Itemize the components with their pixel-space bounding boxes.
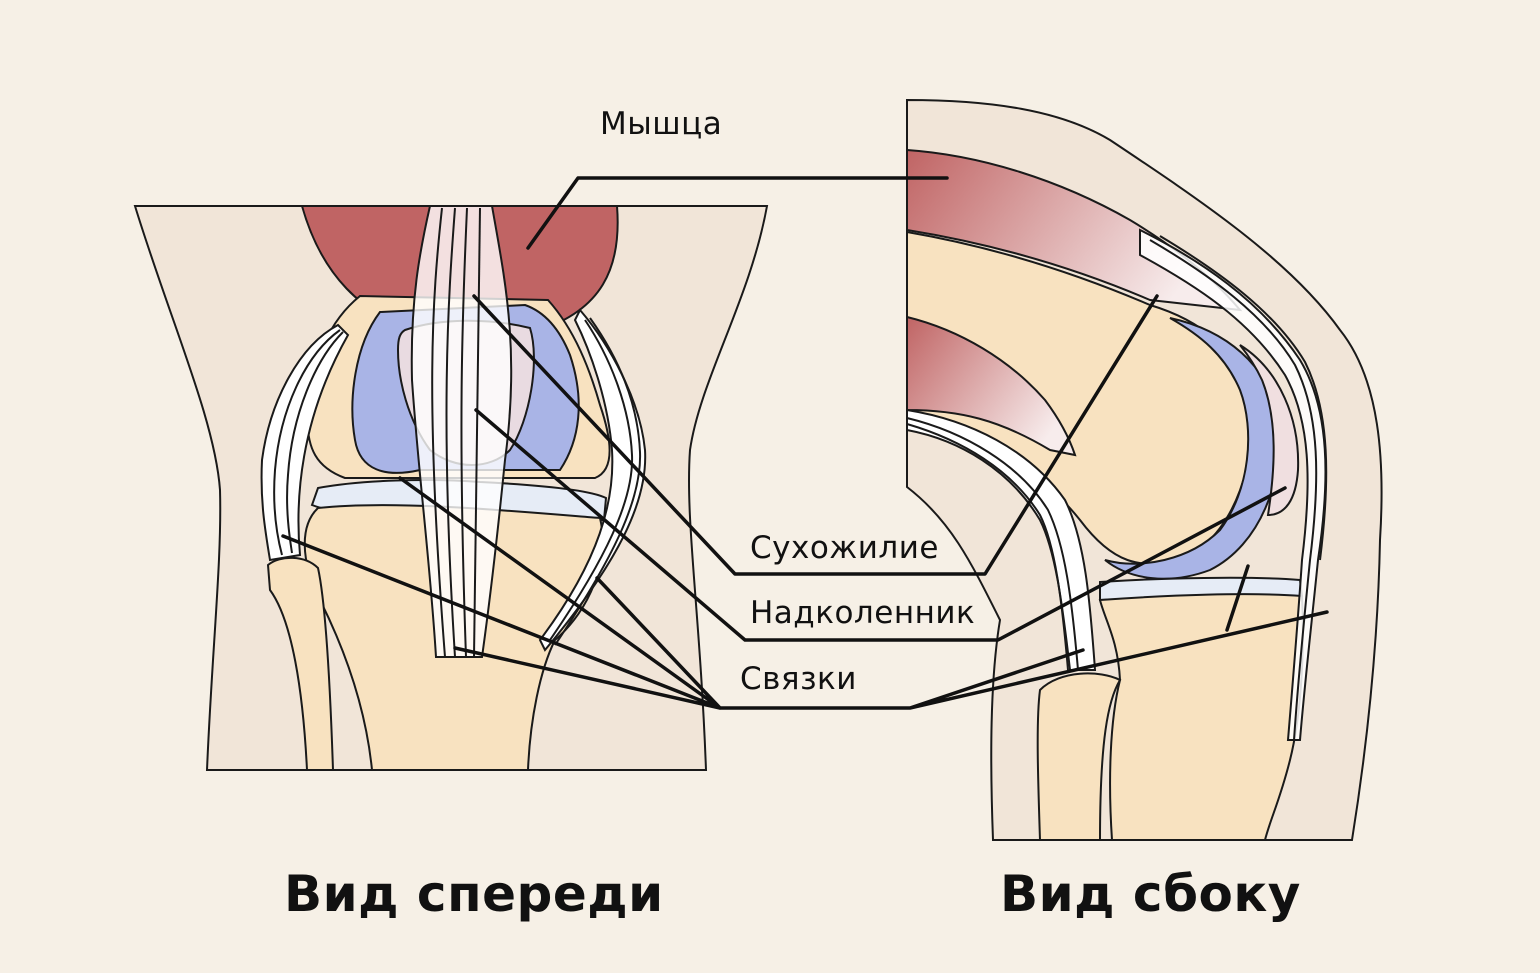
side-anterior-tendon [1139, 228, 1328, 741]
leader-lines [281, 176, 1329, 710]
leader-kneecap [474, 408, 1287, 642]
leader-tendon [472, 294, 1159, 576]
label-ligaments: Связки [740, 661, 857, 697]
label-muscle: Мышца [600, 106, 722, 142]
side-view-drawing [906, 98, 1383, 841]
front-left-collateral-ligament [260, 323, 350, 562]
side-kneecap [1239, 344, 1300, 517]
caption-front-view: Вид спереди [284, 865, 664, 923]
side-fibula-bone [1036, 672, 1122, 841]
caption-side-view: Вид сбоку [1000, 865, 1301, 923]
leader-ligaments [281, 476, 1329, 710]
label-kneecap: Надколенник [750, 595, 975, 631]
front-tendon-strands [431, 207, 481, 658]
front-view-drawing [133, 205, 769, 771]
side-posterior-tendon [906, 408, 1097, 671]
front-fibula-bone [266, 556, 335, 771]
side-tibia-bone [1098, 593, 1304, 841]
side-lower-muscle [906, 315, 1077, 457]
leader-muscle [526, 176, 949, 250]
label-tendon: Сухожилие [750, 530, 939, 566]
